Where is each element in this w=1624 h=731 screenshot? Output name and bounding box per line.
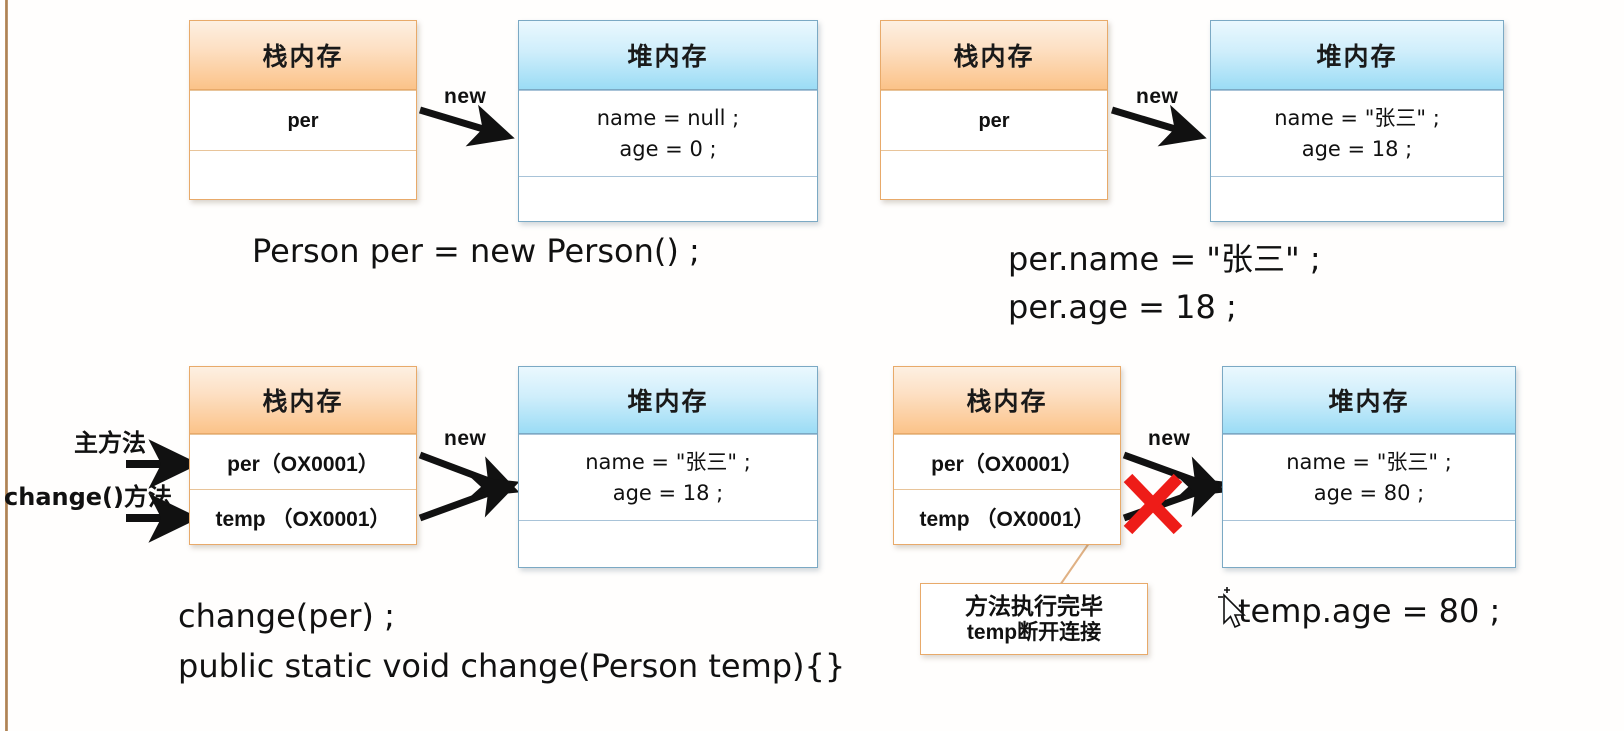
heap-header-panel-1: 堆内存 — [519, 21, 817, 90]
stack-slot-label: per（OX0001） — [931, 452, 1083, 476]
stack-slot-panel-2-0: per — [881, 90, 1107, 151]
arrow-label-new-panel-1: new — [444, 85, 487, 108]
stack-slot-panel-3-0: per（OX0001） — [190, 434, 416, 490]
stack-slot-panel-1-0: per — [190, 90, 416, 151]
heap-fields-panel-3: name = "张三" ; age = 18 ; — [519, 434, 817, 521]
callout-line: temp断开连接 — [966, 621, 1102, 645]
heap-header-panel-2: 堆内存 — [1211, 21, 1503, 90]
stack-slot-label: temp （OX0001） — [919, 508, 1095, 531]
callout-line: 方法执行完毕 — [965, 592, 1103, 619]
caption-line: public static void change(Person temp){} — [178, 646, 846, 685]
heap-footer-panel-4 — [1223, 520, 1515, 569]
heap-field: age = 18 ; — [1301, 137, 1413, 161]
heap-field: name = "张三" ; — [1286, 449, 1452, 474]
heap-footer-panel-2 — [1211, 176, 1503, 223]
stack-slot-label: temp （OX0001） — [215, 508, 391, 531]
caption-line: change(per) ; — [178, 597, 395, 635]
caption-line: temp.age = 80 ; — [1238, 592, 1501, 630]
stack-box-panel-4: 栈内存 per（OX0001） temp （OX0001） — [893, 366, 1121, 545]
arrow-new-panel-2 — [1110, 104, 1207, 147]
stack-slot-label: per（OX0001） — [227, 452, 379, 476]
heap-header-panel-4: 堆内存 — [1223, 367, 1515, 434]
stack-slot-panel-2-1 — [881, 150, 1107, 201]
heap-fields-panel-4: name = "张三" ; age = 80 ; — [1223, 434, 1515, 521]
stack-header-panel-1: 栈内存 — [190, 21, 416, 90]
heap-box-panel-4: 堆内存 name = "张三" ; age = 80 ; — [1222, 366, 1516, 568]
caption-panel-1: Person per = new Person() ; — [252, 232, 700, 270]
heap-field: name = "张三" ; — [585, 449, 751, 474]
stack-slot-label: per — [978, 109, 1010, 132]
side-label-main-method: 主方法 — [74, 429, 146, 457]
arrow-label-new-panel-4: new — [1148, 427, 1191, 450]
heap-field: name = null ; — [596, 105, 740, 130]
stack-slot-label: per — [287, 109, 319, 132]
stack-header-panel-4: 栈内存 — [894, 367, 1120, 434]
caption-line: Person per = new Person() ; — [252, 232, 700, 270]
callout-method-finished: 方法执行完毕 temp断开连接 — [920, 583, 1148, 655]
caption-panel-3: change(per) ; public static void change(… — [178, 592, 845, 691]
caption-line: per.name = "张三" ; — [1008, 240, 1321, 278]
stack-header-panel-3: 栈内存 — [190, 367, 416, 434]
arrow-label-new-panel-2: new — [1136, 85, 1179, 108]
heap-field: age = 18 ; — [612, 481, 724, 505]
heap-field: name = "张三" ; — [1274, 105, 1440, 130]
stack-slot-panel-1-1 — [190, 150, 416, 201]
heap-footer-panel-3 — [519, 520, 817, 569]
heap-field: age = 80 ; — [1313, 481, 1425, 505]
heap-footer-panel-1 — [519, 176, 817, 223]
caption-line: per.age = 18 ; — [1008, 288, 1237, 326]
arrow-new-panel-4 — [1122, 451, 1227, 522]
heap-fields-panel-1: name = null ; age = 0 ; — [519, 90, 817, 177]
arrow-label-new-panel-3: new — [444, 427, 487, 450]
stack-slot-panel-4-0: per（OX0001） — [894, 434, 1120, 490]
stack-header-panel-2: 栈内存 — [881, 21, 1107, 90]
caption-panel-4: temp.age = 80 ; — [1238, 592, 1500, 630]
arrow-new-panel-3 — [418, 451, 520, 522]
stack-box-panel-2: 栈内存 per — [880, 20, 1108, 200]
caption-panel-2: per.name = "张三" ; per.age = 18 ; — [1008, 235, 1321, 331]
page-left-border — [5, 0, 8, 731]
heap-box-panel-3: 堆内存 name = "张三" ; age = 18 ; — [518, 366, 818, 568]
arrow-new-panel-1 — [418, 104, 515, 147]
connection-broken-x-icon — [1123, 473, 1183, 535]
heap-box-panel-1: 堆内存 name = null ; age = 0 ; — [518, 20, 818, 222]
heap-fields-panel-2: name = "张三" ; age = 18 ; — [1211, 90, 1503, 177]
stack-slot-panel-4-1: temp （OX0001） — [894, 489, 1120, 546]
side-label-change-method: change()方法 — [4, 483, 172, 511]
stack-box-panel-1: 栈内存 per — [189, 20, 417, 200]
heap-box-panel-2: 堆内存 name = "张三" ; age = 18 ; — [1210, 20, 1504, 222]
heap-header-panel-3: 堆内存 — [519, 367, 817, 434]
heap-field: age = 0 ; — [619, 137, 717, 161]
stack-slot-panel-3-1: temp （OX0001） — [190, 489, 416, 546]
stack-box-panel-3: 栈内存 per（OX0001） temp （OX0001） — [189, 366, 417, 545]
